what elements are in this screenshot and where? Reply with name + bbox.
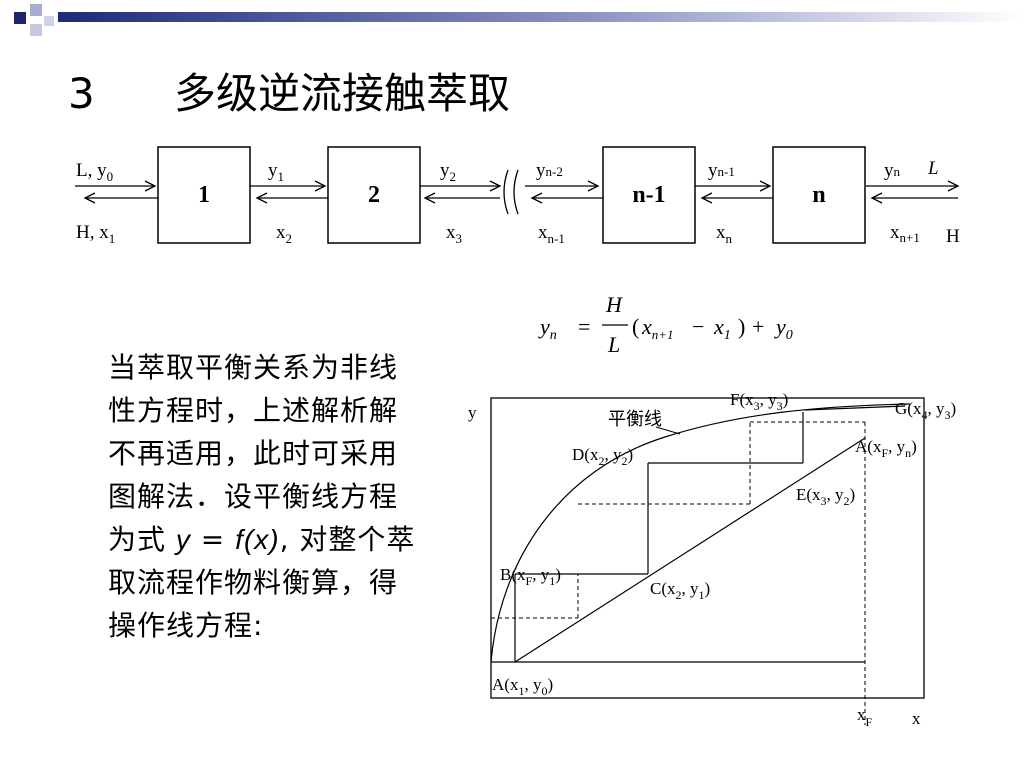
formula-numerator: H bbox=[605, 292, 623, 317]
stream-label-xn+1: xn+1 bbox=[890, 222, 920, 245]
paragraph-line: 图解法．设平衡线方程 bbox=[108, 480, 399, 513]
formula-x1: x1 bbox=[713, 314, 731, 343]
header-square-light bbox=[30, 24, 42, 36]
stream-label-xn-1: xn-1 bbox=[538, 222, 565, 246]
formula-equals: = bbox=[578, 314, 590, 339]
formula-minus: − bbox=[692, 314, 704, 339]
point-B-label: B(xF, y1) bbox=[500, 565, 561, 588]
graphical-solution-diagram: y x xF 平衡线 A(x1, y0) B(xF, y1) C(x2, y1)… bbox=[468, 390, 956, 729]
point-A-n-label: A(xF, yn) bbox=[855, 437, 917, 460]
paragraph-line: 取流程作物料衡算，得 bbox=[108, 566, 399, 599]
stage-label: 2 bbox=[368, 182, 380, 208]
paragraph-line: 当萃取平衡关系为非线 bbox=[108, 351, 399, 384]
stage-flow-diagram: 1 2 n-1 n L, y0 H, x1 y1 x2 y2 x3 yn-2 x… bbox=[75, 146, 960, 247]
construction-lines bbox=[491, 421, 866, 725]
paragraph-line: 不再适用，此时可采用 bbox=[108, 437, 399, 470]
header-square-light bbox=[30, 4, 42, 16]
stream-label-H-right: H bbox=[946, 226, 960, 247]
formula-y0: y0 bbox=[774, 314, 793, 343]
paragraph-line: 操作线方程: bbox=[108, 609, 264, 642]
point-G-label: G(x4, y3) bbox=[895, 399, 956, 422]
paragraph-line: 性方程时，上述解析解 bbox=[108, 394, 399, 427]
stage-box: n bbox=[772, 146, 866, 244]
formula-paren-open: ( bbox=[632, 314, 639, 339]
equilibrium-line-label: 平衡线 bbox=[608, 409, 662, 429]
stream-label-xn: xn bbox=[716, 222, 733, 246]
header-square-light bbox=[44, 16, 54, 26]
stream-label-x2: x2 bbox=[276, 222, 292, 246]
equilibrium-curve bbox=[490, 403, 911, 663]
stage-box: 1 bbox=[157, 146, 251, 244]
stream-label-y1: y1 bbox=[268, 160, 284, 184]
point-A-label: A(x1, y0) bbox=[492, 675, 553, 698]
stream-label-yn-2: yn-2 bbox=[536, 160, 563, 181]
point-F-label: F(x3, y3) bbox=[730, 390, 788, 413]
point-C-label: C(x2, y1) bbox=[650, 579, 710, 602]
formula-denominator: L bbox=[607, 332, 620, 357]
paragraph-line: 为式 y = f(x), 对整个萃 bbox=[108, 523, 416, 556]
stage-label: 1 bbox=[198, 182, 210, 208]
xF-tick-label: xF bbox=[857, 705, 873, 729]
stage-label: n-1 bbox=[632, 182, 665, 208]
formula-plus: + bbox=[752, 314, 764, 339]
stream-label-y2: y2 bbox=[440, 160, 456, 184]
slide-number: 3 bbox=[68, 69, 95, 118]
header-band bbox=[14, 4, 1024, 36]
operating-line-formula: yn = H L ( xn+1 − x1 ) + y0 bbox=[538, 292, 793, 357]
header-gradient-bar bbox=[58, 12, 1024, 22]
slide-title: 3 多级逆流接触萃取 bbox=[68, 60, 510, 121]
stage-box: n-1 bbox=[602, 146, 696, 244]
x-axis-label: x bbox=[912, 709, 921, 728]
stream-label-x3: x3 bbox=[446, 222, 462, 246]
slide-title-text: 多级逆流接触萃取 bbox=[174, 69, 511, 118]
stream-label-H-x1: H, x1 bbox=[76, 222, 115, 246]
stream-label-L-y0: L, y0 bbox=[76, 160, 113, 184]
plot-frame bbox=[490, 397, 925, 699]
formula-lhs: yn bbox=[538, 314, 557, 343]
formula-paren-close: ) bbox=[738, 314, 745, 339]
stream-label-yn: yn bbox=[884, 160, 901, 181]
header-square-dark bbox=[14, 12, 26, 24]
label-leader-line bbox=[655, 426, 681, 435]
operating-line bbox=[514, 437, 866, 663]
y-axis-label: y bbox=[468, 403, 477, 422]
stage-box: 2 bbox=[327, 146, 421, 244]
formula-x-n+1: xn+1 bbox=[641, 314, 674, 342]
stage-label: n bbox=[812, 182, 825, 208]
stream-label-L-right: L bbox=[927, 158, 939, 179]
point-D-label: D(x2, y2) bbox=[572, 445, 633, 468]
explanation-paragraph: 当萃取平衡关系为非线 性方程时，上述解析解 不再适用，此时可采用 图解法．设平衡… bbox=[108, 346, 468, 647]
stream-label-yn-1: yn-1 bbox=[708, 160, 735, 181]
point-E-label: E(x3, y2) bbox=[796, 485, 855, 508]
